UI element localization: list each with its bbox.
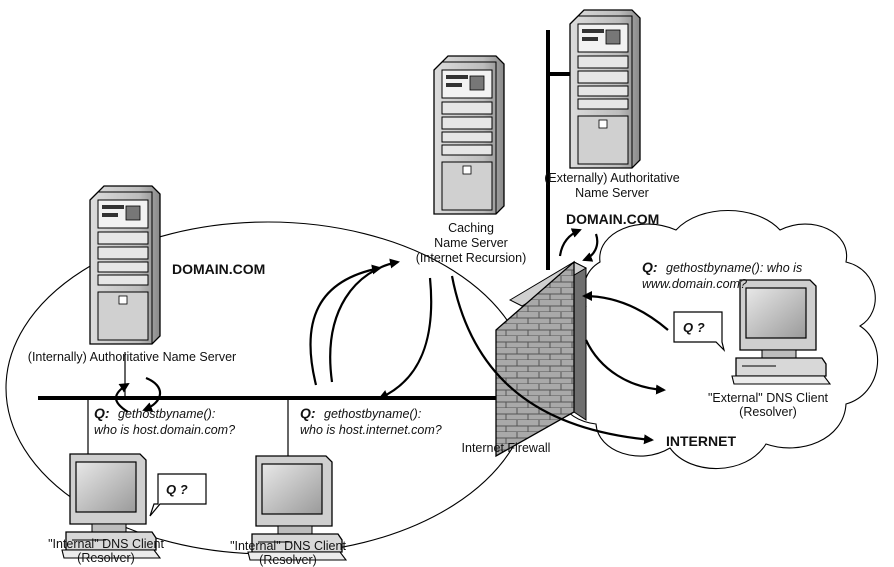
caching-to-internet-arrow xyxy=(450,275,654,445)
caching-server-label-1: Caching xyxy=(448,221,494,235)
internal-query-1-line2: who is host.domain.com? xyxy=(94,423,235,437)
internal-client-2-label-1: "Internal" DNS Client xyxy=(230,539,346,553)
svg-text:Q ?: Q ? xyxy=(166,482,188,497)
firewall-to-client-arrow xyxy=(585,339,666,395)
firewall-label: Internet Firewall xyxy=(462,441,551,455)
svg-text:Q ?: Q ? xyxy=(683,320,705,335)
external-query: Q: gethostbyname(): who is xyxy=(642,259,802,276)
external-client-label-2: (Resolver) xyxy=(739,405,797,419)
internal-domain-label: DOMAIN.COM xyxy=(172,261,265,277)
internal-query-1: Q: gethostbyname(): xyxy=(94,405,215,422)
internal-client-2-label-2: (Resolver) xyxy=(259,553,317,567)
caching-to-server-arrow xyxy=(329,258,400,383)
external-server-label-2: Name Server xyxy=(575,186,649,200)
internal-client-1-label-2: (Resolver) xyxy=(77,551,135,565)
caching-server-label-2: Name Server xyxy=(434,236,508,250)
external-server-label-1: (Externally) Authoritative xyxy=(544,171,680,185)
internal-query-2: Q: gethostbyname(): xyxy=(300,405,421,422)
external-auth-arrow-up xyxy=(558,228,582,257)
external-client-label-1: "External" DNS Client xyxy=(708,391,829,405)
internal-auth-arrow-down xyxy=(142,376,162,412)
query-box-internal: Q ? xyxy=(149,473,207,517)
caching-server-label-3: (Internet Recursion) xyxy=(416,251,526,265)
internal-authoritative-server-icon xyxy=(89,185,161,345)
internal-auth-arrow-up xyxy=(114,382,130,413)
query-box-external: Q ? xyxy=(673,311,726,352)
external-authoritative-server-icon xyxy=(569,9,641,169)
external-auth-arrow-down xyxy=(582,233,599,262)
external-query-line2: www.domain.com? xyxy=(642,277,747,291)
caching-name-server-icon xyxy=(433,55,505,215)
client-to-caching-arrow xyxy=(309,264,382,386)
internet-label: INTERNET xyxy=(666,433,736,449)
internal-server-label: (Internally) Authoritative Name Server xyxy=(28,350,236,364)
internal-client-1-label-1: "Internal" DNS Client xyxy=(48,537,164,551)
caching-response-arrow xyxy=(378,277,433,400)
external-domain-label: DOMAIN.COM xyxy=(566,211,659,227)
internet-firewall-icon xyxy=(495,260,588,458)
external-query-arrow xyxy=(582,291,669,331)
internal-query-2-line2: who is host.internet.com? xyxy=(300,423,442,437)
external-client-icon xyxy=(731,279,831,385)
